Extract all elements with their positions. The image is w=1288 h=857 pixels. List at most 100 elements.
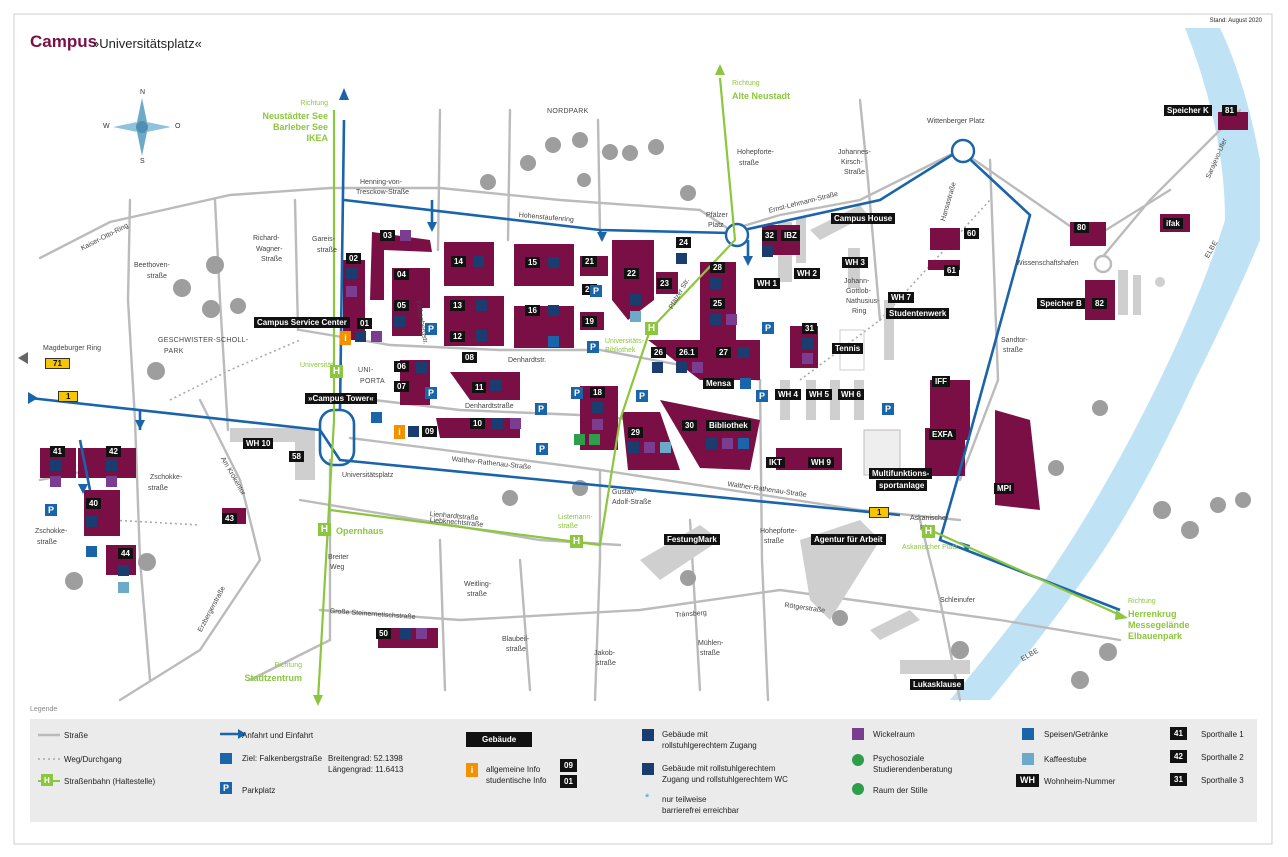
service-icon — [710, 314, 721, 325]
building-number: 18 — [590, 387, 605, 398]
building-number: 11 — [472, 382, 487, 393]
building-number: 28 — [710, 262, 725, 273]
service-icon — [118, 565, 129, 576]
building-number: 82 — [1092, 298, 1107, 309]
legend-psych2: Studierendenberatung — [873, 765, 953, 774]
route-badge: 71 — [45, 358, 70, 369]
street-label: Kirsch- — [841, 159, 863, 166]
building-number: 04 — [394, 269, 409, 280]
service-icon — [346, 268, 357, 279]
food-icon — [1022, 728, 1034, 740]
service-icon — [355, 331, 366, 342]
parking-icon: P — [762, 322, 774, 334]
footpaths — [109, 199, 991, 526]
tram-stop-label: Listemann- — [558, 514, 593, 521]
legend-info-allg-num: 09 — [560, 759, 577, 772]
tram-stop-label: Universitäts- — [605, 338, 644, 345]
parking-icon: P — [220, 782, 232, 794]
service-icon — [408, 426, 419, 437]
legend-gebaeude-label: Gebäude — [466, 732, 533, 747]
legend-rolli2: rollstuhlgerechtem Zugang — [662, 741, 757, 750]
legend-anfahrt: Anfahrt und Einfahrt — [242, 731, 314, 740]
street-label: Zschokke- — [35, 528, 68, 535]
coffee-icon — [1022, 753, 1034, 765]
street-label: Henning-von- — [360, 179, 403, 186]
building-number: 12 — [450, 331, 465, 342]
service-icon — [371, 331, 382, 342]
parking-icon: P — [587, 341, 599, 353]
service-icon — [106, 476, 117, 487]
street-label: Straße — [844, 169, 866, 176]
named-place-label: Campus House — [831, 213, 896, 224]
legend-laengengrad: Längengrad: 11.6413 — [328, 765, 404, 774]
street-label: straße — [37, 539, 57, 546]
service-icon — [628, 442, 639, 453]
named-place-label: Campus Service Center — [254, 317, 350, 328]
building-number: 07 — [394, 381, 409, 392]
named-place-label: WH 2 — [794, 268, 820, 279]
street-label: Gottlob- — [846, 288, 871, 295]
building-number: 26.1 — [676, 347, 698, 358]
legend-sh2-num: 42 — [1170, 750, 1187, 763]
street-label: Breiter — [328, 554, 349, 561]
service-icon — [476, 300, 487, 311]
tram-arrows — [313, 64, 1128, 706]
street-label: Jakob- — [594, 650, 616, 657]
quiet-room-icon — [852, 783, 864, 795]
building-number: 42 — [106, 446, 121, 457]
service-icon — [416, 362, 427, 373]
street-label: Blaubeil- — [502, 636, 530, 643]
service-icon — [548, 305, 559, 316]
legend-panel: Straße Weg/Durchgang H Straßenbahn (Halt… — [30, 719, 1257, 822]
building-number: 81 — [1222, 105, 1237, 116]
direction-stadtzentrum: Richtung — [274, 662, 302, 669]
parking-icon: P — [756, 390, 768, 402]
legend-kaffee: Kaffeestube — [1044, 755, 1087, 764]
legend-info-stud: studentische Info — [486, 776, 547, 785]
wissenschaftshafen-roundabout — [1093, 254, 1113, 274]
wheelchair-wc-icon — [642, 763, 654, 775]
street-label: straße — [700, 650, 720, 657]
street-label: Wagner- — [256, 246, 283, 253]
street-label: straße — [1003, 347, 1023, 354]
street-label: straße — [467, 591, 487, 598]
building-number: 50 — [376, 628, 391, 639]
service-icon — [630, 294, 641, 305]
tram-stop-label: Universität — [300, 362, 334, 369]
direction-herrenkrug: Elbauenpark — [1128, 631, 1183, 641]
building-number: 15 — [525, 257, 540, 268]
tram-stop-icon: H — [330, 365, 343, 378]
page-title: Campus — [30, 32, 98, 51]
legend-graphics — [38, 729, 246, 786]
street-label: Weitling- — [464, 581, 492, 588]
service-icon — [106, 460, 117, 471]
street-label: Pfälzer — [706, 212, 728, 219]
street-label: Mühlen- — [698, 640, 724, 647]
street-label: Platz — [708, 222, 724, 229]
service-icon — [510, 418, 521, 429]
named-place-label: Multifunktions- — [869, 468, 933, 479]
legend-rolliwc2: Zugang und rollstuhlgerechtem WC — [662, 775, 788, 784]
service-icon — [722, 438, 733, 449]
named-place-label: WH 10 — [243, 438, 274, 449]
building-number: 09 — [422, 426, 437, 437]
compass-w: W — [103, 123, 110, 130]
named-place-label: »Campus Tower« — [305, 393, 377, 404]
building-number: 41 — [50, 446, 65, 457]
building-number: 06 — [394, 361, 409, 372]
legend-speisen: Speisen/Getränke — [1044, 730, 1109, 739]
street-label: Universitätsplatz — [342, 472, 394, 479]
direction-alte-neustadt: Richtung — [732, 80, 760, 87]
street-label: PORTA — [360, 378, 385, 385]
street-label: Nathusius- — [846, 298, 880, 305]
parking-icon: P — [882, 403, 894, 415]
legend-parkplatz: Parkplatz — [242, 786, 276, 795]
service-icon — [710, 278, 721, 289]
building-number: 31 — [802, 323, 817, 334]
legend-teil1: nur teilweise — [662, 795, 707, 804]
direction-alte-neustadt: Alte Neustadt — [732, 91, 791, 101]
building-number: 44 — [118, 548, 133, 559]
pfaelzer-platz-roundabout — [724, 222, 750, 248]
service-icon — [118, 582, 129, 593]
parking-icon: P — [535, 403, 547, 415]
